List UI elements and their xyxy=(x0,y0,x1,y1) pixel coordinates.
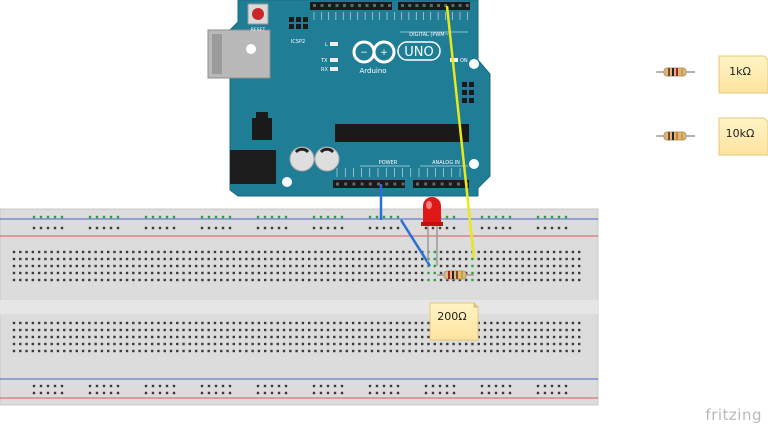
led-rx-label: RX xyxy=(321,67,328,73)
digital-header-right xyxy=(398,2,470,10)
resistor-value-label: 200Ω xyxy=(437,310,466,323)
icsp2-header xyxy=(289,17,308,29)
center-channel xyxy=(0,300,598,314)
led-body xyxy=(423,197,441,226)
mount-hole xyxy=(469,159,479,169)
svg-text:+: + xyxy=(380,48,388,58)
svg-text:−: − xyxy=(360,48,368,58)
note-10k xyxy=(718,117,768,156)
uno-badge xyxy=(397,41,441,61)
led-l xyxy=(330,42,338,46)
parts-bin: 1kΩ 10kΩ xyxy=(656,55,768,156)
note-1k xyxy=(718,55,768,94)
note-10k-label: 10kΩ xyxy=(726,127,755,140)
icsp2-label: ICSP2 xyxy=(291,39,305,45)
reset-button xyxy=(252,8,264,20)
arduino-infinity-logo: − + xyxy=(352,40,396,64)
parts-resistor-10k: 10kΩ xyxy=(656,117,768,156)
digital-label: DIGITAL (PWM~) xyxy=(409,32,451,38)
parts-resistor-1k: 1kΩ xyxy=(656,55,768,94)
capacitor-1 xyxy=(289,146,315,172)
voltage-regulator xyxy=(252,118,272,140)
reset-label: RESET xyxy=(251,27,266,33)
led-tx xyxy=(330,58,338,62)
mount-hole xyxy=(282,177,292,187)
resistor-200-ohm xyxy=(437,270,474,280)
uno-logo-text: UNO xyxy=(404,45,433,60)
analog-label: ANALOG IN xyxy=(432,160,460,166)
fritzing-brand: fritzing xyxy=(705,406,762,424)
breadboard-holes xyxy=(12,215,581,395)
icsp1-header xyxy=(462,82,474,103)
red-led xyxy=(421,197,443,266)
arduino-brand-text: Arduino xyxy=(359,67,386,75)
dc-jack xyxy=(230,150,276,184)
atmega-chip xyxy=(335,124,469,142)
signal-wire-yellow xyxy=(445,5,476,259)
breadboard xyxy=(0,208,599,406)
mount-hole xyxy=(469,59,479,69)
power-label: POWER xyxy=(379,160,398,166)
arduino-uno-board: RESET ICSP2 DIGITAL (PWM~) L TX RX − + U… xyxy=(207,0,491,197)
led-tx-label: TX xyxy=(320,58,328,64)
note-1k-label: 1kΩ xyxy=(729,65,751,78)
led-rx xyxy=(330,67,338,71)
capacitor-2 xyxy=(314,146,340,172)
resistor-value-note: 200Ω xyxy=(429,302,479,341)
mount-hole xyxy=(246,44,256,54)
led-l-label: L xyxy=(325,42,328,48)
cathode-wire-blue xyxy=(399,219,432,267)
on-label: ON xyxy=(460,58,468,64)
